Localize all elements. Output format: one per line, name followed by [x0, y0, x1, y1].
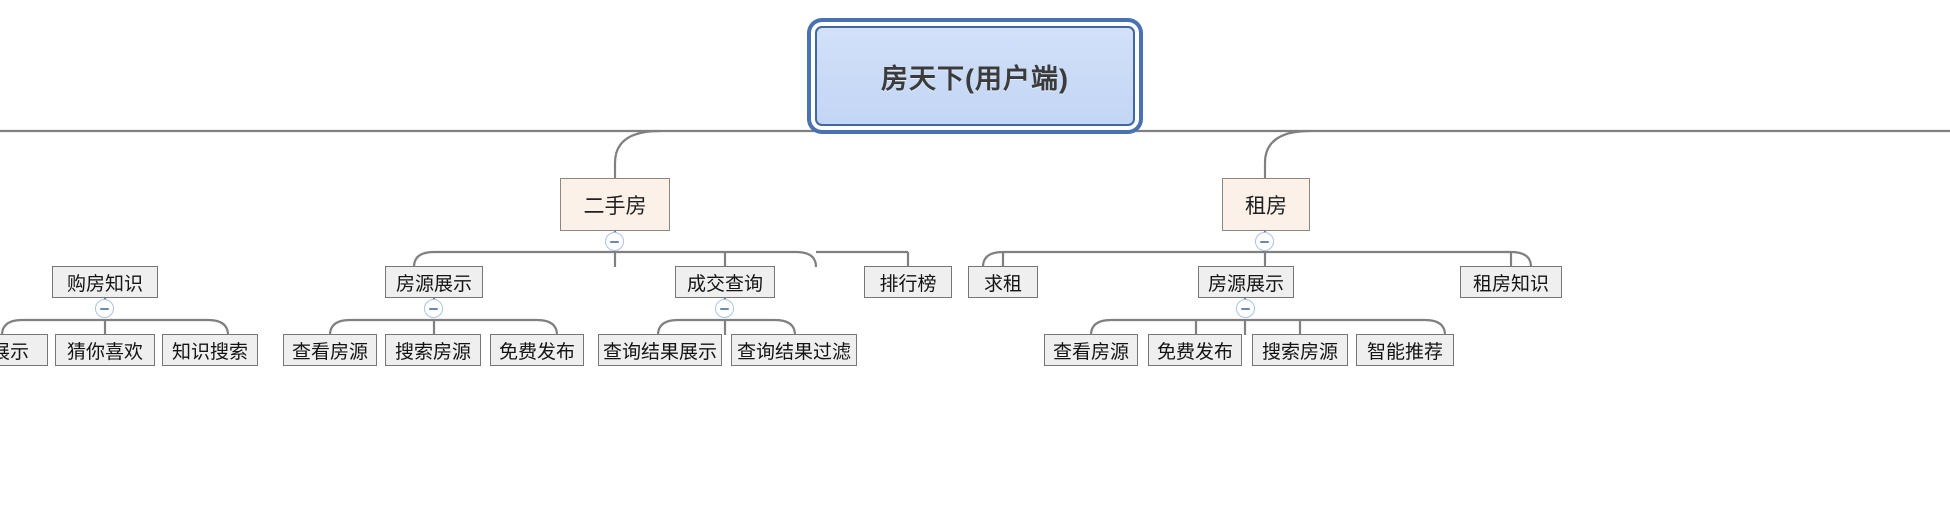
node-level4-mianfeifabu-zufang[interactable]: 免费发布 [1148, 334, 1242, 366]
node-level3-zufangzhishi[interactable]: 租房知识 [1460, 266, 1562, 298]
node-level3-goufangzhishi[interactable]: 购房知识 [52, 266, 158, 298]
node-level3-qiuzu[interactable]: 求租 [968, 266, 1038, 298]
minus-icon [1260, 240, 1269, 243]
node-level4-zhishisousuo[interactable]: 知识搜索 [162, 334, 258, 366]
node-level4-suosuofangyuan-ershou[interactable]: 搜索房源 [385, 334, 481, 366]
collapse-toggle-ershoufang[interactable] [605, 232, 624, 251]
node-level2-ershoufang[interactable]: 二手房 [560, 178, 670, 231]
node-level4-zhanshi[interactable]: 展示 [0, 334, 48, 366]
collapse-toggle-fangyuanzhanshi-zufang[interactable] [1236, 299, 1255, 318]
node-level4-chaxunjieguozhanshi[interactable]: 查询结果展示 [598, 334, 722, 366]
minus-icon [610, 240, 619, 243]
node-level3-paihangbang[interactable]: 排行榜 [864, 266, 952, 298]
collapse-toggle-fangyuanzhanshi-ershou[interactable] [424, 299, 443, 318]
minus-icon [429, 307, 438, 310]
node-level4-cainixihuan[interactable]: 猜你喜欢 [55, 334, 155, 366]
collapse-toggle-zufang[interactable] [1255, 232, 1274, 251]
node-level2-zufang[interactable]: 租房 [1222, 178, 1310, 231]
minus-icon [100, 307, 109, 310]
node-level3-fangyuanzhanshi-zufang[interactable]: 房源展示 [1198, 266, 1294, 298]
root-node[interactable]: 房天下(用户端) [815, 26, 1135, 126]
node-level3-chengjiaochaxun[interactable]: 成交查询 [675, 266, 775, 298]
node-level4-suosuofangyuan-zufang[interactable]: 搜索房源 [1252, 334, 1348, 366]
node-level4-chaxunjieguoguolv[interactable]: 查询结果过滤 [731, 334, 857, 366]
node-level4-zhinengtuijian[interactable]: 智能推荐 [1356, 334, 1454, 366]
minus-icon [720, 307, 729, 310]
node-level4-mianfeifabu-ershou[interactable]: 免费发布 [490, 334, 584, 366]
collapse-toggle-chengjiaochaxun[interactable] [715, 299, 734, 318]
minus-icon [1241, 307, 1250, 310]
node-level4-chakanfangyuan-ershou[interactable]: 查看房源 [283, 334, 377, 366]
node-level4-chakanfangyuan-zufang[interactable]: 查看房源 [1044, 334, 1138, 366]
collapse-toggle-goufangzhishi[interactable] [95, 299, 114, 318]
node-level3-fangyuanzhanshi-ershou[interactable]: 房源展示 [385, 266, 483, 298]
